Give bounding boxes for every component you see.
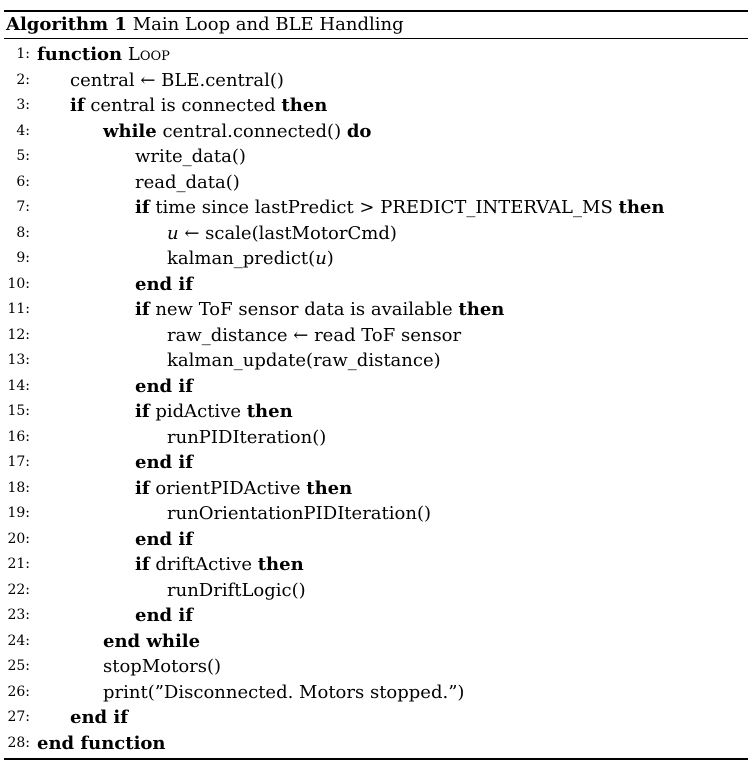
line-code: function Loop	[37, 44, 170, 65]
algorithm-caption: Algorithm 1 Main Loop and BLE Handling	[4, 12, 748, 38]
line-code: if pidActive then	[135, 401, 293, 422]
line-number: 11:	[7, 301, 30, 317]
line-code: end while	[103, 630, 201, 652]
algorithm-line: 9: kalman_predict(u)	[4, 246, 748, 272]
line-number: 5:	[16, 148, 30, 164]
line-number: 12:	[7, 326, 30, 343]
line-code: central ← BLE.central()	[70, 69, 284, 91]
line-number: 7:	[16, 199, 30, 215]
line-code: runOrientationPIDIteration()	[167, 503, 431, 524]
top-rule	[4, 10, 748, 12]
line-number: 20:	[7, 530, 30, 547]
caption-rule	[4, 38, 748, 39]
algorithm-line: 19: runOrientationPIDIteration()	[4, 501, 748, 527]
algorithm-line: 18: if orientPIDActive then	[4, 476, 748, 502]
algorithm-line: 10: end if	[4, 272, 748, 298]
line-code: kalman_predict(u)	[167, 248, 334, 269]
line-number: 6:	[16, 173, 30, 190]
algorithm-line: 13: kalman_update(raw_distance)	[4, 348, 748, 374]
line-number: 8:	[16, 224, 30, 241]
line-code: raw_distance ← read ToF sensor	[167, 324, 462, 346]
line-code: while central.connected() do	[103, 120, 372, 142]
algorithm-lines: 1: function Loop 2: central ← BLE.central()…	[4, 39, 748, 758]
algorithm-label: Algorithm 1	[6, 14, 127, 35]
algorithm-line: 6: read_data()	[4, 170, 748, 196]
algorithm-line: 3: if central is connected then	[4, 93, 748, 119]
line-number: 18:	[7, 479, 30, 496]
line-number: 24:	[7, 632, 30, 649]
line-number: 26:	[7, 683, 30, 700]
line-code: end if	[70, 707, 128, 728]
line-code: end if	[135, 375, 193, 397]
line-code: if time since lastPredict > PREDICT_INTE…	[135, 197, 665, 218]
line-code: runDriftLogic()	[167, 579, 306, 601]
algorithm-line: 27: end if	[4, 705, 748, 731]
line-number: 4:	[16, 122, 30, 139]
algorithm-line: 4: while central.connected() do	[4, 119, 748, 145]
line-number: 25:	[7, 658, 30, 674]
algorithm-line: 15: if pidActive then	[4, 399, 748, 425]
line-code: end function	[37, 732, 166, 754]
algorithm-line: 14: end if	[4, 374, 748, 400]
line-number: 28:	[7, 734, 30, 751]
algorithm-line: 23: end if	[4, 603, 748, 629]
algorithm-line: 21: if driftActive then	[4, 552, 748, 578]
algorithm-line: 24: end while	[4, 629, 748, 655]
line-number: 19:	[7, 505, 30, 521]
algorithm-line: 28: end function	[4, 731, 748, 757]
line-code: if driftActive then	[135, 554, 304, 575]
algorithm-line: 25: stopMotors()	[4, 654, 748, 680]
line-code: end if	[135, 452, 193, 473]
algorithm-line: 26: print(”Disconnected. Motors stopped.”…	[4, 680, 748, 706]
line-code: end if	[135, 605, 193, 626]
line-code: end if	[135, 273, 193, 295]
line-number: 27:	[7, 709, 30, 725]
line-number: 2:	[16, 71, 30, 88]
line-number: 17:	[7, 454, 30, 470]
line-number: 22:	[7, 581, 30, 598]
line-code: kalman_update(raw_distance)	[167, 350, 441, 371]
line-code: write_data()	[135, 146, 246, 167]
algorithm-line: 17: end if	[4, 450, 748, 476]
line-number: 10:	[7, 275, 30, 292]
algorithm-line: 8: u ← scale(lastMotorCmd)	[4, 221, 748, 247]
algorithm-line: 22: runDriftLogic()	[4, 578, 748, 604]
algorithm-line: 2: central ← BLE.central()	[4, 68, 748, 94]
line-code: stopMotors()	[103, 656, 222, 677]
algorithm-line: 20: end if	[4, 527, 748, 553]
line-code: if orientPIDActive then	[135, 477, 353, 499]
line-code: if central is connected then	[70, 95, 328, 116]
algorithm-line: 7: if time since lastPredict > PREDICT_IN…	[4, 195, 748, 221]
line-number: 23:	[7, 607, 30, 623]
line-number: 9:	[16, 250, 30, 266]
algorithm-line: 16: runPIDIteration()	[4, 425, 748, 451]
algorithm-line: 12: raw_distance ← read ToF sensor	[4, 323, 748, 349]
line-code: read_data()	[135, 171, 240, 193]
algorithm-line: 11: if new ToF sensor data is available t…	[4, 297, 748, 323]
line-code: if new ToF sensor data is available then	[135, 299, 505, 320]
line-number: 15:	[7, 403, 30, 419]
line-number: 14:	[7, 377, 30, 394]
line-number: 16:	[7, 428, 30, 445]
algorithm-line: 5: write_data()	[4, 144, 748, 170]
line-number: 21:	[7, 556, 30, 572]
line-number: 13:	[7, 352, 30, 368]
line-code: u ← scale(lastMotorCmd)	[167, 222, 397, 244]
line-code: end if	[135, 528, 193, 550]
bottom-rule	[4, 758, 748, 760]
algorithm-title: Main Loop and BLE Handling	[132, 14, 404, 35]
algorithm-block: Algorithm 1 Main Loop and BLE Handling 1…	[4, 10, 748, 760]
algorithm-line: 1: function Loop	[4, 42, 748, 68]
line-code: print(”Disconnected. Motors stopped.”)	[103, 681, 465, 703]
line-number: 1:	[16, 46, 30, 62]
line-number: 3:	[16, 97, 30, 113]
line-code: runPIDIteration()	[167, 426, 327, 448]
